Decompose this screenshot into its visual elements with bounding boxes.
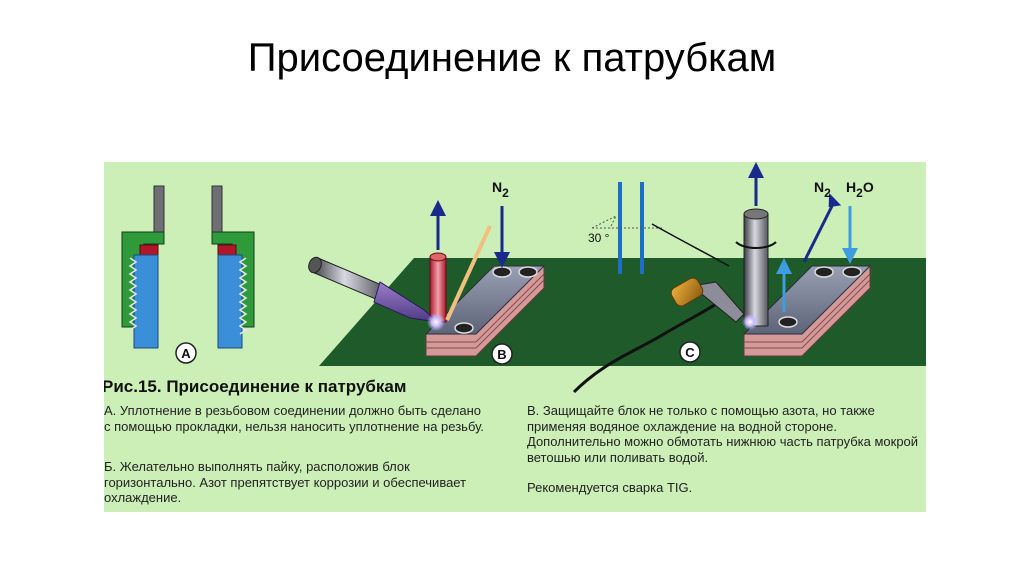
red-pipe-top (429, 252, 447, 262)
port-c4 (778, 316, 798, 328)
thread-fitting-left (133, 254, 159, 349)
paragraph-recommendation: Рекомендуется сварка TIG. (527, 480, 693, 495)
port-b4 (454, 322, 474, 334)
marker-a-circle (175, 342, 197, 364)
flame-flash (427, 313, 445, 331)
torch-cable (572, 302, 717, 394)
welded-pipe (743, 213, 769, 327)
h2o-symbol: H2O (846, 179, 874, 200)
red-connection-pipe (429, 256, 447, 323)
figure-caption: Рис.15. Присоединение к патрубкам (104, 377, 407, 396)
threaded-connection-diagram: A (121, 185, 255, 364)
slide-title: Присоединение к патрубкам (247, 36, 777, 80)
figure-panel: A N2 (104, 162, 926, 512)
welding-diagram: 30 ° (572, 162, 874, 394)
gasket-left (139, 244, 159, 256)
brazing-diagram: N2 B (308, 179, 546, 365)
torch-nozzle (373, 281, 440, 323)
arc-flash (742, 314, 758, 330)
filler-wire (651, 223, 730, 267)
nitrogen-inflow-arrow-c (802, 201, 836, 263)
gasket-right (217, 244, 237, 256)
paragraph-b: Б. Желательно выполнять пайку, расположи… (104, 459, 467, 505)
paragraph-a: А. Уплотнение в резьбовом соединении дол… (104, 403, 484, 434)
port-b2 (518, 266, 538, 278)
thread-teeth-left (128, 257, 138, 331)
thread-teeth-right (238, 257, 248, 335)
port-c1 (814, 266, 834, 278)
brazing-rod (445, 225, 492, 321)
tig-torch-handle (670, 277, 704, 307)
heat-exchanger-block-b (424, 265, 546, 335)
marker-a-label: A (181, 346, 191, 361)
port-c2 (842, 266, 862, 278)
welded-pipe-top (743, 208, 769, 220)
torch-handle (311, 257, 385, 301)
tig-torch-body (690, 281, 745, 323)
heat-exchanger-block-c (742, 265, 872, 335)
marker-c-circle (679, 341, 701, 363)
wet-rag-wrap (735, 241, 777, 249)
port-b1 (492, 266, 512, 278)
paragraph-c: В. Защищайте блок не только с помощью аз… (527, 403, 919, 465)
marker-b-circle (491, 343, 513, 365)
figure-illustration: A N2 (121, 162, 926, 394)
n2-symbol-b: N2 (492, 179, 509, 200)
thread-fitting-right (217, 254, 243, 349)
n2-symbol-c: N2 (814, 179, 831, 200)
marker-b-label: B (497, 347, 506, 362)
marker-c-label: C (685, 345, 695, 360)
angle-label: 30 ° (588, 231, 610, 245)
